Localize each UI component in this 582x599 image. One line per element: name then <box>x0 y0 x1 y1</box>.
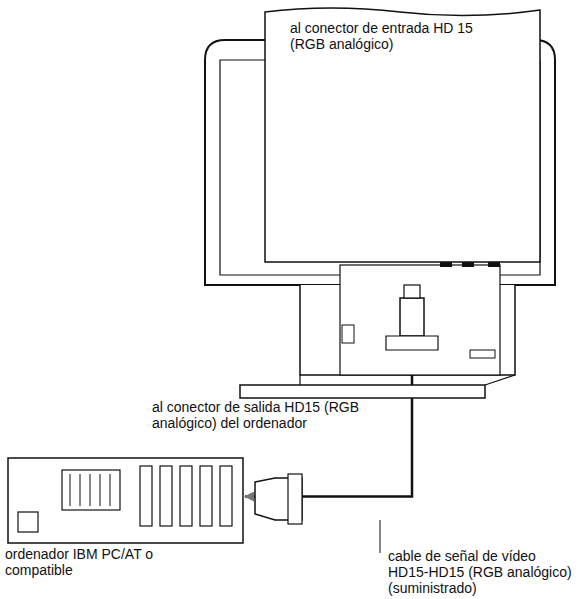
slot <box>220 466 232 526</box>
stand-neck <box>340 265 500 375</box>
base-join <box>300 375 515 385</box>
slot <box>140 466 152 526</box>
port-callout: al conector de salida HD15 (RGB analógic… <box>152 399 392 431</box>
stand-slot <box>470 350 495 358</box>
power-inlet <box>18 512 38 532</box>
slot <box>180 466 192 526</box>
port-mark <box>462 262 474 267</box>
monitor-callout-panel: al conector de entrada HD 15 (RGB analóg… <box>268 20 536 260</box>
expansion-slots <box>70 466 232 526</box>
cable-clamp <box>386 336 438 350</box>
slot <box>200 466 212 526</box>
cable-callout: cable de señal de vídeo HD15-HD15 (RGB a… <box>388 548 578 596</box>
computer-box: ordenador IBM PC/AT o compatible <box>5 458 243 543</box>
grille-bar <box>80 474 81 506</box>
plug-screws <box>288 474 302 524</box>
monitor-base <box>240 385 485 398</box>
grille-bar <box>90 474 91 506</box>
computer-case <box>8 458 243 543</box>
slot <box>160 466 172 526</box>
vga-plug-monitor <box>400 298 424 336</box>
stand-slot <box>342 325 354 343</box>
device-name: ordenador IBM PC/AT o compatible <box>5 546 205 578</box>
vga-plug-tip <box>404 285 420 298</box>
port-mark <box>440 262 452 267</box>
fan-grille <box>62 470 120 510</box>
connector-callout: al conector de entrada HD 15 (RGB analóg… <box>290 20 480 52</box>
callout-panel <box>265 8 540 262</box>
grille-bar <box>110 474 111 506</box>
leader-line <box>380 520 381 553</box>
grille-bar <box>100 474 101 506</box>
port-mark <box>488 262 500 267</box>
grille-bar <box>70 474 71 506</box>
